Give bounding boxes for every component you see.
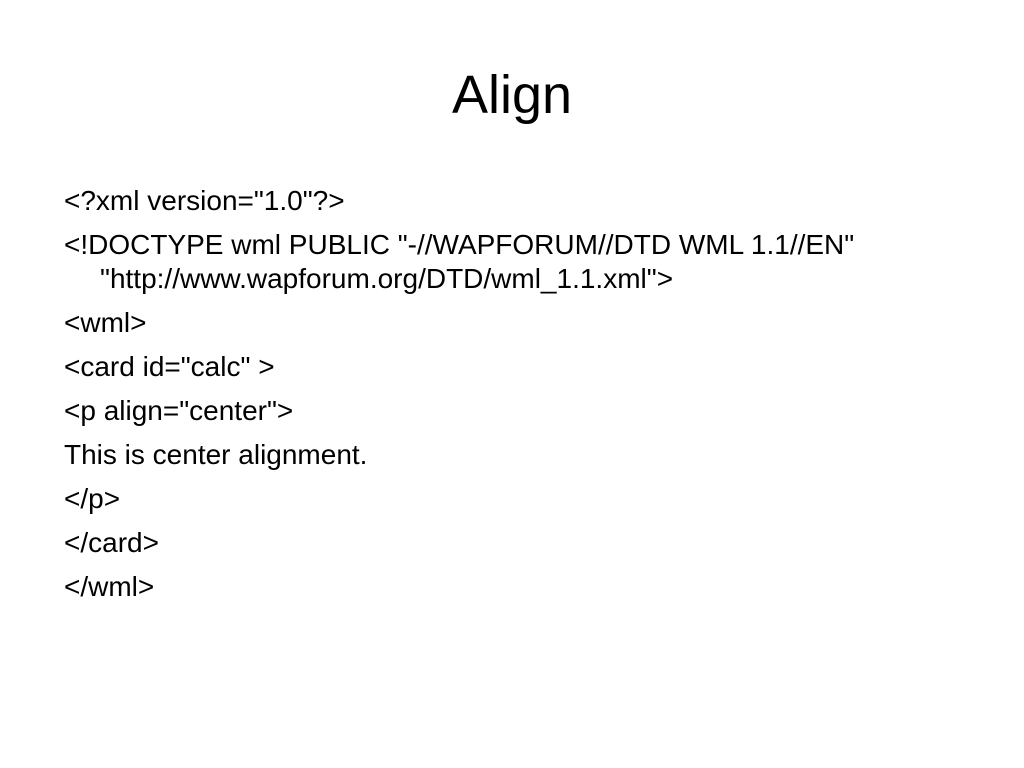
code-line-doctype: <!DOCTYPE wml PUBLIC "-//WAPFORUM//DTD W… (64, 229, 855, 294)
code-line-p-open: <p align="center"> (64, 395, 294, 426)
code-line-card-open: <card id="calc" > (64, 351, 275, 382)
slide-body: <?xml version="1.0"?> <!DOCTYPE wml PUBL… (64, 184, 964, 614)
code-line-text: This is center alignment. (64, 439, 368, 470)
code-line-wml-close: </wml> (64, 571, 155, 602)
code-line-card-close: </card> (64, 527, 159, 558)
slide-title: Align (451, 65, 573, 125)
code-line-xml-declaration: <?xml version="1.0"?> (64, 185, 345, 216)
code-line-wml-open: <wml> (64, 307, 147, 338)
code-line-p-close: </p> (64, 483, 121, 514)
